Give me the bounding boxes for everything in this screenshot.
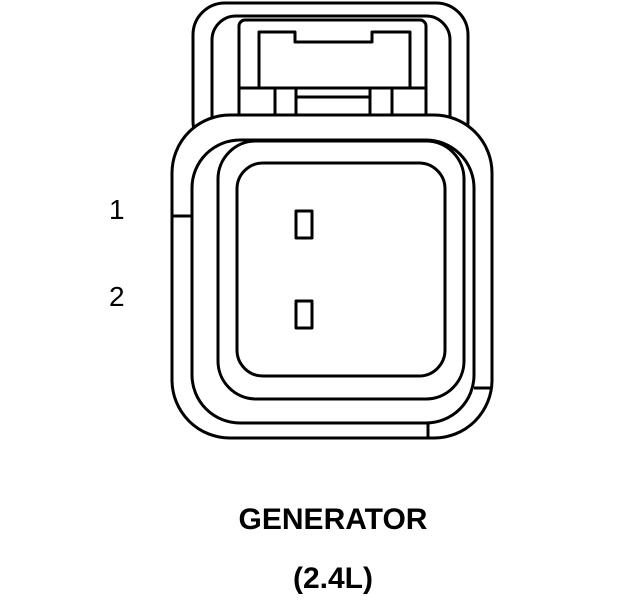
pin-2-cavity <box>294 299 314 330</box>
connector-subtitle: (2.4L) <box>292 562 373 595</box>
mating-face-outer <box>216 139 466 401</box>
pin-2-label: 2 <box>109 281 125 312</box>
pin-1-label: 1 <box>109 194 125 225</box>
mating-face-inner <box>235 161 447 378</box>
pin-1-cavity <box>294 209 314 240</box>
connector-title: GENERATOR <box>238 503 428 536</box>
body-outer <box>170 113 494 440</box>
latch-ridge <box>257 30 412 90</box>
